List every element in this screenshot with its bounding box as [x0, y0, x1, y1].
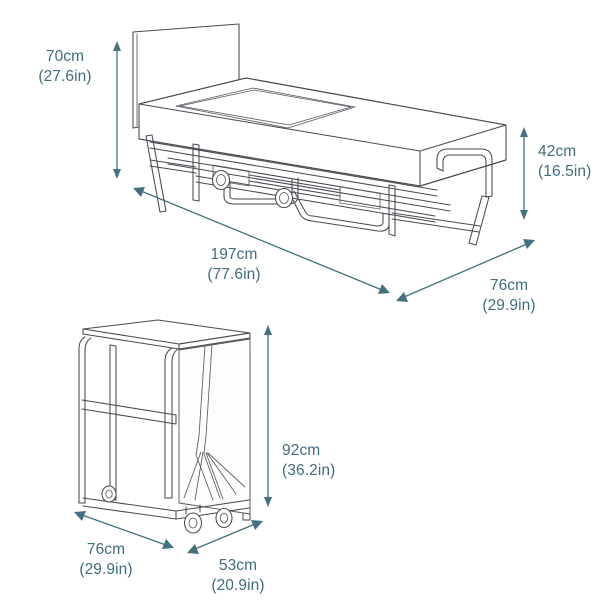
dimension-label-bed-width: 76cm (29.9in) [458, 276, 560, 316]
dimension-arrow-bed-width [396, 239, 535, 302]
castor-wheels-folded [101, 485, 233, 534]
dimension-arrow-bed-height [520, 127, 528, 220]
mattress [138, 77, 507, 187]
dimension-arrow-headboard-height [113, 41, 121, 179]
dimension-label-headboard-height: 70cm (27.6in) [22, 47, 108, 87]
dimension-value-metric: 53cm [218, 557, 258, 574]
dimension-label-folded-height: 92cm (36.2in) [282, 441, 366, 481]
folded-mattress-panel [178, 338, 251, 515]
dimension-value-metric: 42cm [538, 143, 577, 160]
side-frame-rails [149, 141, 451, 223]
dimension-arrow-folded-height [264, 325, 272, 507]
dimension-arrow-folded-width [74, 511, 174, 549]
dimension-value-metric: 197cm [210, 246, 258, 263]
open-bed-illustration [132, 23, 507, 246]
dimension-value-imperial: (16.5in) [538, 162, 592, 180]
head-leg-assembly [145, 134, 200, 213]
dimension-value-imperial: (27.6in) [38, 67, 92, 85]
dimension-value-imperial: (20.9in) [211, 576, 265, 594]
dimension-value-metric: 76cm [86, 541, 126, 558]
dimension-label-folded-width: 76cm (29.9in) [58, 540, 154, 580]
dimension-label-bed-length: 197cm (77.6in) [182, 245, 286, 285]
folded-bed-illustration [78, 319, 251, 534]
dimension-label-folded-depth: 53cm (20.9in) [190, 556, 286, 596]
dimension-value-metric: 92cm [282, 442, 321, 459]
folded-top-panel [82, 319, 251, 350]
dimension-arrow-folded-depth [187, 520, 263, 554]
dimension-label-bed-height: 42cm (16.5in) [538, 142, 600, 182]
dimension-value-imperial: (29.9in) [79, 560, 133, 578]
dimension-arrow-bed-length [133, 187, 390, 294]
folded-left-frame [78, 336, 177, 504]
folded-base-rails [82, 497, 250, 520]
dimension-value-metric: 70cm [45, 48, 85, 65]
dimension-value-imperial: (36.2in) [282, 461, 336, 479]
castor-wheels-open [211, 169, 294, 209]
dimension-value-metric: 76cm [489, 277, 529, 294]
folding-mechanism [212, 164, 390, 232]
dimension-value-imperial: (77.6in) [207, 265, 261, 283]
dimension-value-imperial: (29.9in) [482, 296, 536, 314]
foot-leg-assembly [388, 159, 507, 246]
